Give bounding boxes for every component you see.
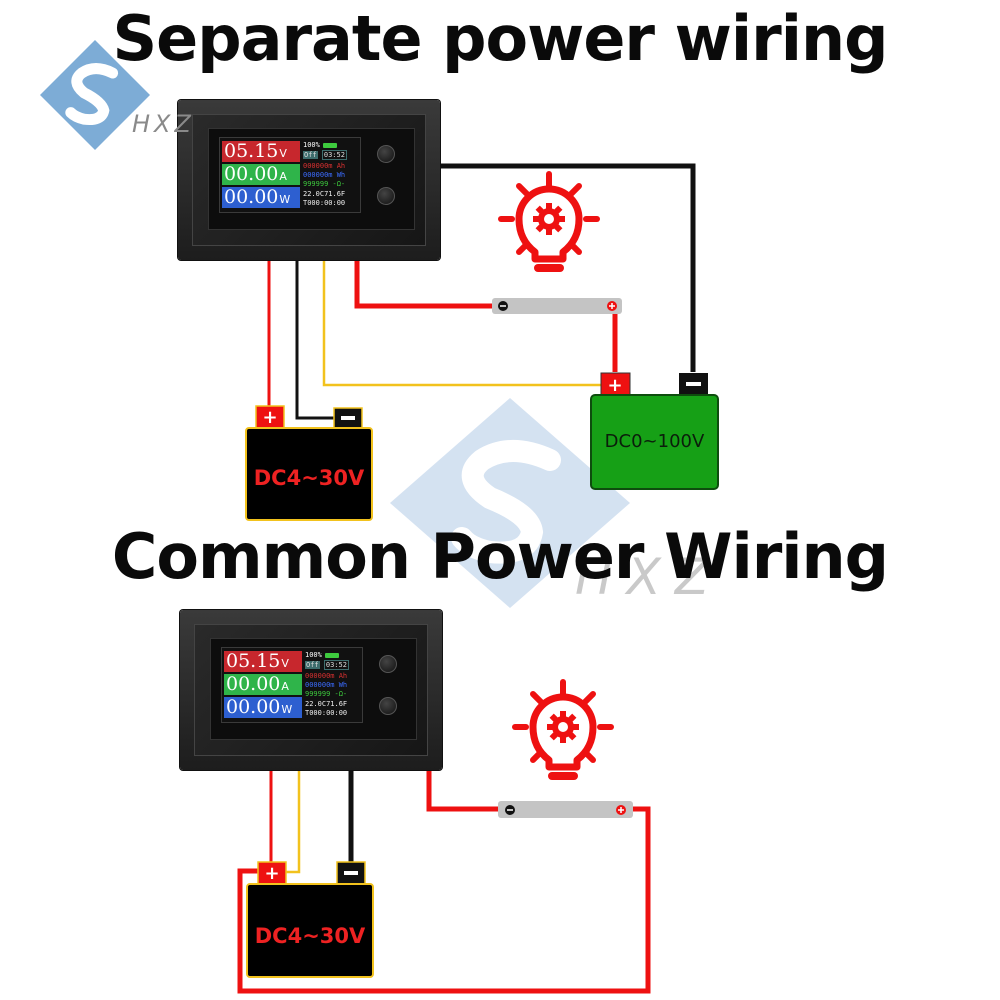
load-battery-label: DC0~100V: [604, 431, 705, 452]
light-bulb-gear-icon: [515, 682, 611, 780]
wire-black-supply-negative: [295, 256, 335, 420]
title-separate-power-wiring: Separate power wiring: [112, 2, 889, 75]
meter-button-upper[interactable]: [377, 145, 395, 163]
lcd-runtime: T000:00:00: [305, 709, 348, 717]
lcd-temperature: 22.0C71.6F: [303, 190, 346, 198]
lcd-capacity-ah: 000000m Ah: [303, 162, 346, 170]
lcd-battery-percent: 100%: [303, 141, 359, 150]
lcd-runtime: T000:00:00: [303, 199, 346, 207]
battery-level-icon: [322, 142, 337, 148]
load-bar: [492, 298, 622, 314]
lcd-temperature: 22.0C71.6F: [305, 700, 348, 708]
battery-level-icon: [324, 652, 339, 658]
supply-battery-body: [245, 427, 373, 521]
load-battery-body: [590, 394, 719, 490]
wire-red-load-negative: [426, 764, 500, 812]
wire-black-load-negative: [437, 163, 696, 372]
meter-button-lower[interactable]: [377, 187, 395, 205]
lcd-voltage: 05.15V: [222, 141, 300, 162]
meter-button-lower[interactable]: [379, 697, 397, 715]
plus-sign: +: [264, 863, 279, 884]
lcd-current: 00.00A: [222, 164, 300, 185]
watermark-brand-text-large: HXZ: [575, 548, 724, 606]
voltmeter-module-top: 05.15V 00.00A 00.00W 100% Off 03:52 0000…: [178, 100, 440, 260]
lcd-current: 00.00A: [224, 674, 302, 695]
light-bulb-gear-icon: [501, 174, 597, 272]
voltmeter-module-bottom: 05.15V 00.00A 00.00W 100% Off 03:52 0000…: [180, 610, 442, 770]
lcd-power: 00.00W: [224, 697, 302, 718]
lcd-output-timer: Off 03:52: [305, 660, 349, 670]
meter-panel: 05.15V 00.00A 00.00W 100% Off 03:52 0000…: [208, 128, 415, 230]
wire-red-load-negative: [354, 256, 496, 309]
lcd-screen: 05.15V 00.00A 00.00W 100% Off 03:52 0000…: [221, 647, 363, 723]
lcd-energy-wh: 000000m Wh: [303, 171, 346, 179]
lcd-screen: 05.15V 00.00A 00.00W 100% Off 03:52 0000…: [219, 137, 361, 213]
supply-battery-label: DC4~30V: [253, 466, 365, 490]
watermark-logo-large: [390, 398, 630, 608]
load-bar: [498, 801, 633, 818]
watermark-brand-text: HXZ: [132, 110, 195, 138]
lcd-capacity-ah: 000000m Ah: [305, 672, 348, 680]
lcd-battery-percent: 100%: [305, 651, 361, 660]
lcd-output-timer: Off 03:52: [303, 150, 347, 160]
title-common-power-wiring: Common Power Wiring: [111, 520, 889, 593]
supply-battery-body: [246, 883, 374, 978]
lcd-voltage: 05.15V: [224, 651, 302, 672]
watermark-logo-small: [40, 40, 150, 150]
supply-battery-label: DC4~30V: [254, 924, 366, 948]
meter-panel: 05.15V 00.00A 00.00W 100% Off 03:52 0000…: [210, 638, 417, 740]
lcd-resistance: 999999 -Ω-: [305, 690, 348, 698]
watermark-s-letter: [65, 63, 119, 126]
wire-yellow-sense: [285, 766, 301, 874]
watermark-s-letter: [451, 440, 561, 564]
wire-red-common-return: [237, 806, 651, 994]
lcd-power: 00.00W: [222, 187, 300, 208]
plus-sign: +: [607, 375, 622, 396]
meter-button-upper[interactable]: [379, 655, 397, 673]
plus-sign: +: [262, 407, 277, 428]
wire-yellow-sense: [322, 256, 604, 387]
lcd-resistance: 999999 -Ω-: [303, 180, 346, 188]
lcd-energy-wh: 000000m Wh: [305, 681, 348, 689]
